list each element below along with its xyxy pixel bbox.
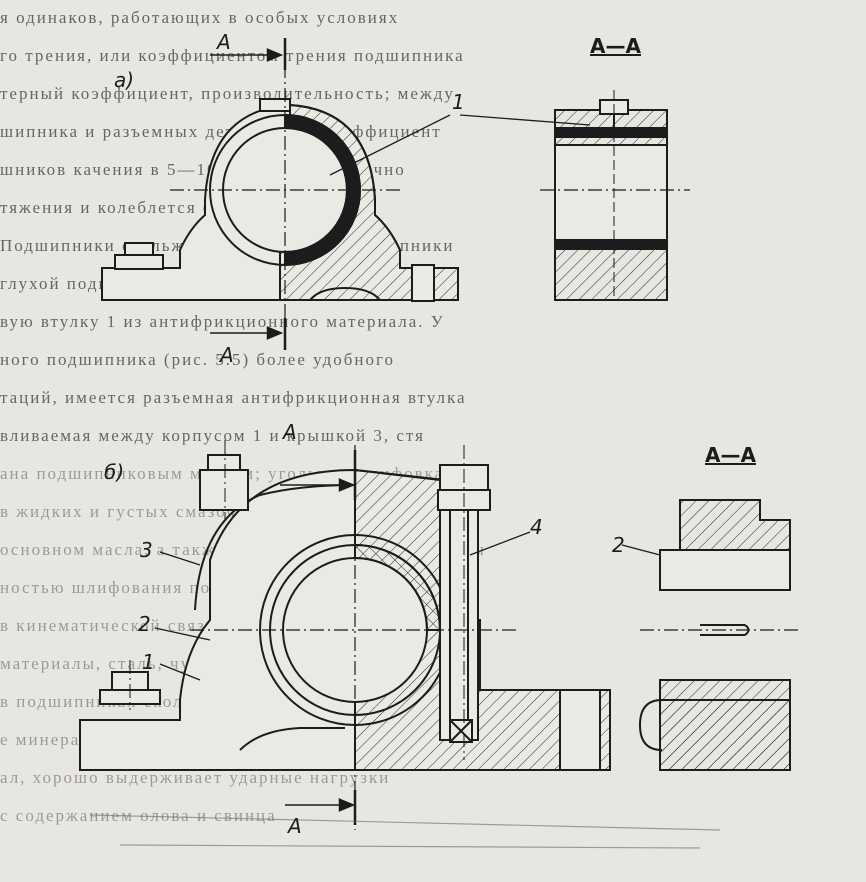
faint-bottom-lines	[89, 814, 721, 849]
section-b-view	[638, 499, 800, 771]
callout-3: 3	[140, 538, 153, 562]
background-text-line: терный коэффициент, производительность; …	[0, 84, 455, 103]
callout-leaders-b	[154, 531, 661, 681]
callout-1-bottom: 1	[142, 650, 155, 674]
cut-mark-a-top: A	[217, 30, 231, 54]
background-text-line: с содержанием олова и свинца	[0, 806, 277, 825]
cut-mark-a-bottom: A	[220, 343, 234, 367]
callout-2-right: 2	[612, 533, 625, 557]
view-a-solid-bearing	[101, 40, 459, 345]
view-b-label: б)	[104, 460, 125, 484]
view-a-label: а)	[114, 68, 135, 92]
background-text-line: вую втулку 1 из антифрикционного материа…	[0, 312, 445, 331]
section-a-label: А—А	[590, 34, 641, 58]
callout-1-leader-a	[329, 114, 591, 176]
background-text-line: ал, хорошо выдерживает ударные нагрузки	[0, 768, 391, 787]
callout-2-left: 2	[138, 612, 151, 636]
cut-mark-b-bottom: A	[288, 814, 302, 838]
background-text-line: я одинаков, работающих в особых условиях	[0, 8, 400, 27]
callout-1-top: 1	[452, 90, 465, 114]
background-text-line: ного подшипника (рис. 5.5) более удобног…	[0, 350, 396, 369]
cut-plane-b	[280, 450, 357, 825]
background-text-line: таций, имеется разъемная антифрикционная…	[0, 388, 467, 407]
cut-plane-a	[210, 38, 287, 350]
callout-4: 4	[530, 515, 543, 539]
section-a-view	[540, 90, 690, 301]
view-b-split-bearing	[79, 440, 611, 830]
background-text-line: вливаемая между корпусом 1 и крышкой 3, …	[0, 426, 425, 445]
cut-mark-b-top: A	[283, 420, 297, 444]
section-b-label: А—А	[705, 443, 756, 467]
